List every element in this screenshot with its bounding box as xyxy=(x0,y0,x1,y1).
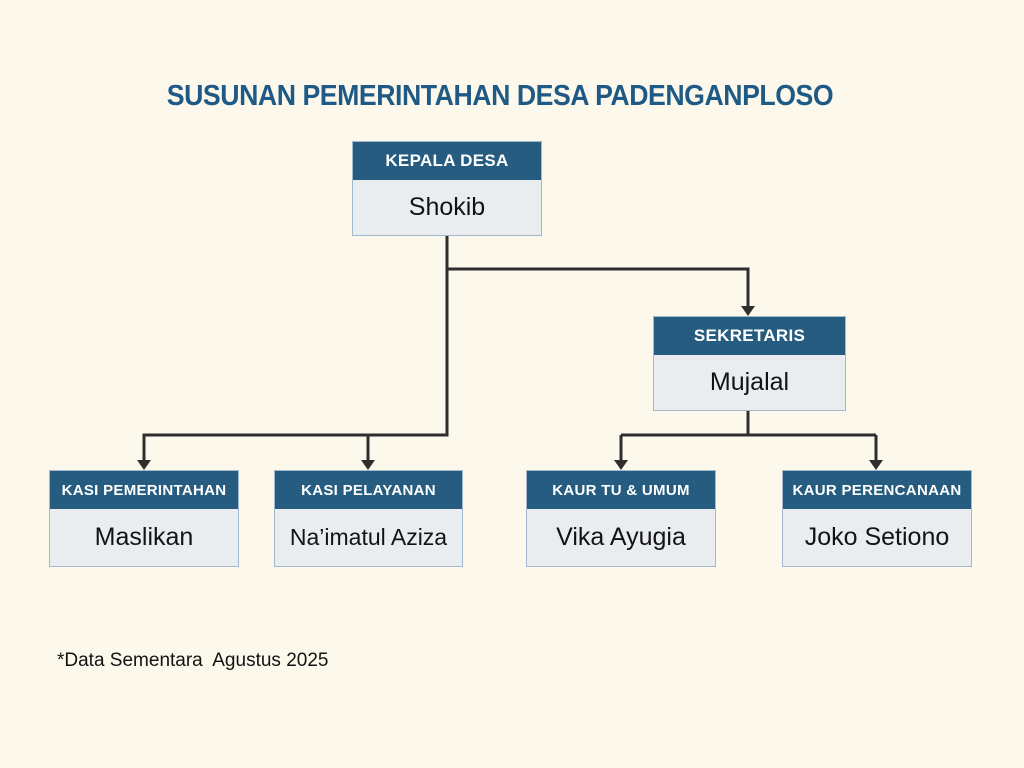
role-label: KASI PEMERINTAHAN xyxy=(50,471,238,509)
arrow-kasi-pemerintahan xyxy=(137,460,151,470)
connector-kepala-to-sekretaris xyxy=(447,267,750,307)
org-box-sekretaris: SEKRETARIS Mujalal xyxy=(653,316,846,411)
connector-kepala-to-kasi-group xyxy=(142,236,449,461)
person-name: Joko Setiono xyxy=(804,523,950,551)
arrow-sekretaris xyxy=(741,306,755,316)
role-label: KEPALA DESA xyxy=(353,142,541,180)
role-label: SEKRETARIS xyxy=(654,317,845,355)
org-box-kaur-tu-umum: KAUR TU & UMUM Vika Ayugia xyxy=(526,470,716,567)
org-box-kasi-pemerintahan: KASI PEMERINTAHAN Maslikan xyxy=(49,470,239,567)
person-name: Vika Ayugia xyxy=(556,523,686,551)
page-title: SUSUNAN PEMERINTAHAN DESA PADENGANPLOSO xyxy=(166,80,834,112)
person-name: Na’imatul Aziza xyxy=(289,524,448,550)
arrow-kasi-pelayanan xyxy=(361,460,375,470)
arrow-kaur-tu-umum xyxy=(614,460,628,470)
org-box-kepala-desa: KEPALA DESA Shokib xyxy=(352,141,542,236)
person-name: Shokib xyxy=(408,193,486,221)
org-box-kasi-pelayanan: KASI PELAYANAN Na’imatul Aziza xyxy=(274,470,463,567)
role-label: KASI PELAYANAN xyxy=(275,471,462,509)
person-name: Mujalal xyxy=(709,368,790,396)
role-label: KAUR TU & UMUM xyxy=(527,471,715,509)
footnote: *Data Sementara Agustus 2025 xyxy=(57,650,329,671)
org-box-kaur-perencanaan: KAUR PERENCANAAN Joko Setiono xyxy=(782,470,972,567)
arrow-kaur-perencanaan xyxy=(869,460,883,470)
role-label: KAUR PERENCANAAN xyxy=(783,471,971,509)
person-name: Maslikan xyxy=(94,523,194,551)
